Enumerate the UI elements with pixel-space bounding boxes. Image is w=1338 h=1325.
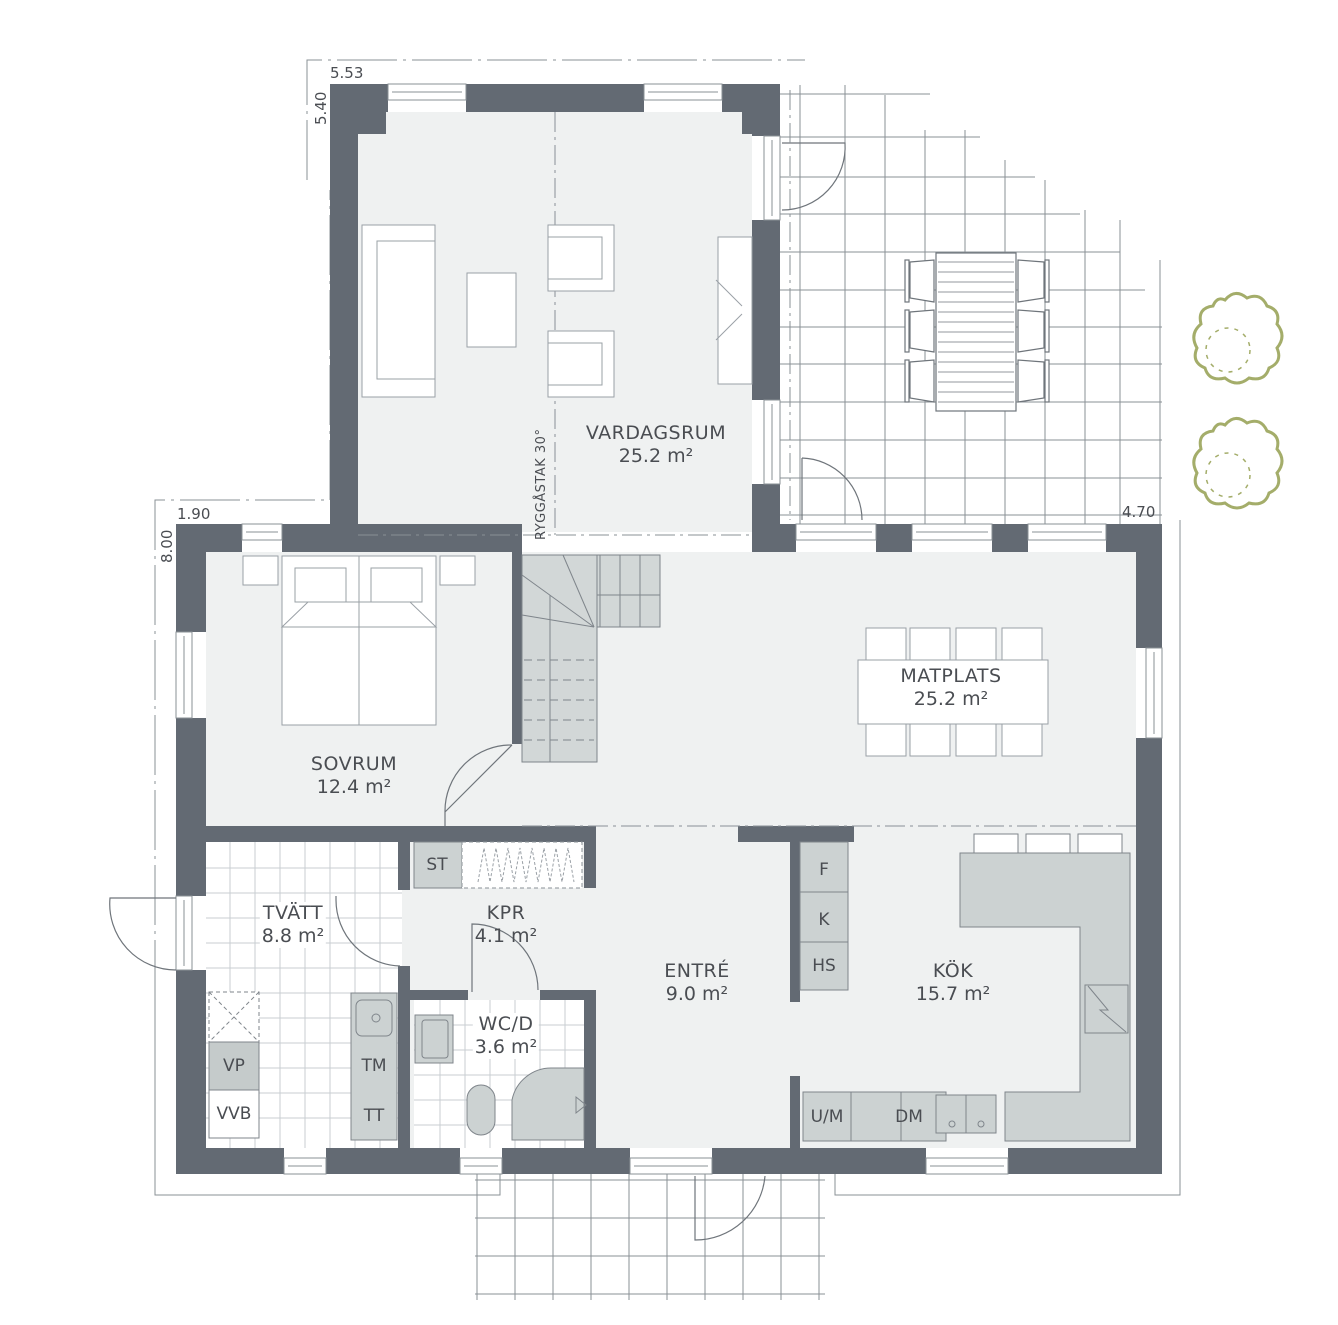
room-kok: KÖK 15.7 m² <box>916 960 990 1006</box>
bathroom-fixtures <box>414 1014 587 1141</box>
fixture-fridge: F <box>819 860 829 880</box>
door-swings <box>109 142 863 1241</box>
room-name: KPR <box>486 902 526 924</box>
tree-icon <box>1192 292 1284 510</box>
dimension-left-depth: 8.00 <box>158 529 176 563</box>
room-name: WC/D <box>478 1013 534 1035</box>
room-area: 9.0 m² <box>665 982 729 1005</box>
room-entre: ENTRÉ 9.0 m² <box>664 960 730 1006</box>
tree-detail-icon <box>1205 327 1251 498</box>
laundry-fixtures <box>208 991 398 1141</box>
room-name: TVÄTT <box>262 902 324 924</box>
living-room-furniture <box>361 224 753 398</box>
fixture-st: ST <box>426 855 448 875</box>
fixture-vvb: VVB <box>216 1104 252 1124</box>
room-name: VARDAGSRUM <box>585 422 727 444</box>
kitchen-fixtures <box>799 833 1131 1142</box>
walls <box>176 84 1162 1174</box>
dimension-top-width: 5.53 <box>330 64 364 82</box>
entrance-terrace-grid <box>475 1172 825 1300</box>
room-name: MATPLATS <box>900 665 1002 687</box>
room-area: 12.4 m² <box>316 775 392 798</box>
room-wcd: WC/D 3.6 m² <box>472 1013 540 1059</box>
fixture-dishwasher: DM <box>895 1107 923 1127</box>
dimension-right-width: 4.70 <box>1122 503 1156 521</box>
room-tvatt: TVÄTT 8.8 m² <box>259 902 327 948</box>
room-area: 15.7 m² <box>915 982 991 1005</box>
room-area: 25.2 m² <box>913 687 989 710</box>
patio-table <box>904 252 1050 412</box>
windows <box>175 83 1163 1175</box>
fixture-tall-cabinet: HS <box>812 956 836 976</box>
room-area: 4.1 m² <box>474 924 538 947</box>
fixture-freezer: K <box>818 910 830 930</box>
bed <box>242 555 476 726</box>
room-name: SOVRUM <box>310 753 398 775</box>
fixture-tm: TM <box>361 1056 387 1076</box>
closet <box>413 841 583 889</box>
dimension-top-depth: 5.40 <box>312 91 330 125</box>
fixture-tt: TT <box>363 1106 385 1126</box>
staircase <box>521 554 661 763</box>
dining-table <box>857 627 1049 757</box>
ridge-lines <box>358 90 1136 827</box>
room-name: KÖK <box>932 960 974 982</box>
fixture-vp: VP <box>223 1056 245 1076</box>
room-matplats: MATPLATS 25.2 m² <box>900 665 1001 711</box>
room-name: ENTRÉ <box>664 960 730 982</box>
room-sovrum: SOVRUM 12.4 m² <box>311 753 397 799</box>
room-kpr: KPR 4.1 m² <box>475 902 537 948</box>
room-area: 8.8 m² <box>261 924 325 947</box>
room-area: 3.6 m² <box>474 1035 538 1058</box>
room-area: 25.2 m² <box>618 444 694 467</box>
fixture-oven-microwave: U/M <box>810 1107 844 1127</box>
room-vardagsrum: VARDAGSRUM 25.2 m² <box>586 422 726 468</box>
dimension-left-width: 1.90 <box>177 505 211 523</box>
roof-note: RYGGÅSTAK 30° <box>534 428 549 540</box>
